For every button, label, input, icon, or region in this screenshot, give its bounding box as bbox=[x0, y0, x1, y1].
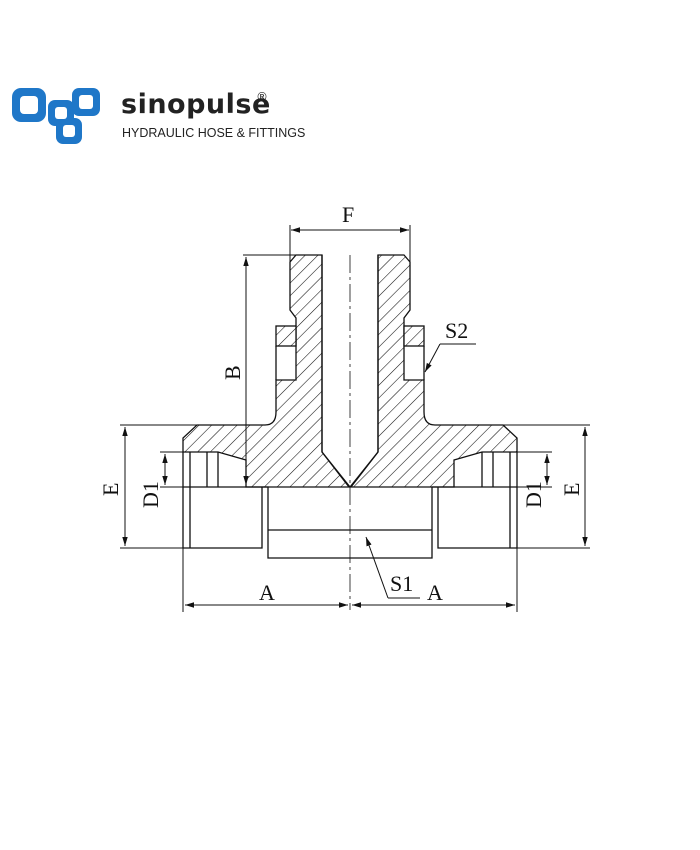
label-F: F bbox=[342, 202, 354, 227]
o-ring-right bbox=[403, 325, 425, 347]
label-S1: S1 bbox=[390, 571, 413, 596]
label-A-left: A bbox=[259, 580, 275, 605]
right-port bbox=[437, 452, 518, 549]
label-A-right: A bbox=[427, 580, 443, 605]
brand-name: sinopulse bbox=[121, 89, 271, 120]
label-S2: S2 bbox=[445, 318, 468, 343]
brand-logo: sinopulse ® HYDRAULIC HOSE & FITTINGS bbox=[10, 86, 310, 150]
label-E-right: E bbox=[559, 483, 584, 496]
body-section-right bbox=[349, 254, 518, 488]
brand-tagline: HYDRAULIC HOSE & FITTINGS bbox=[122, 126, 306, 140]
registered-mark: ® bbox=[256, 90, 268, 104]
label-B: B bbox=[220, 365, 245, 380]
body-section-left bbox=[182, 254, 351, 488]
o-ring-left bbox=[275, 325, 297, 347]
left-port bbox=[182, 452, 263, 549]
logo-mark-icon bbox=[12, 88, 100, 144]
label-E-left: E bbox=[98, 483, 123, 496]
label-D1-left: D1 bbox=[138, 481, 163, 508]
label-D1-right: D1 bbox=[521, 481, 546, 508]
